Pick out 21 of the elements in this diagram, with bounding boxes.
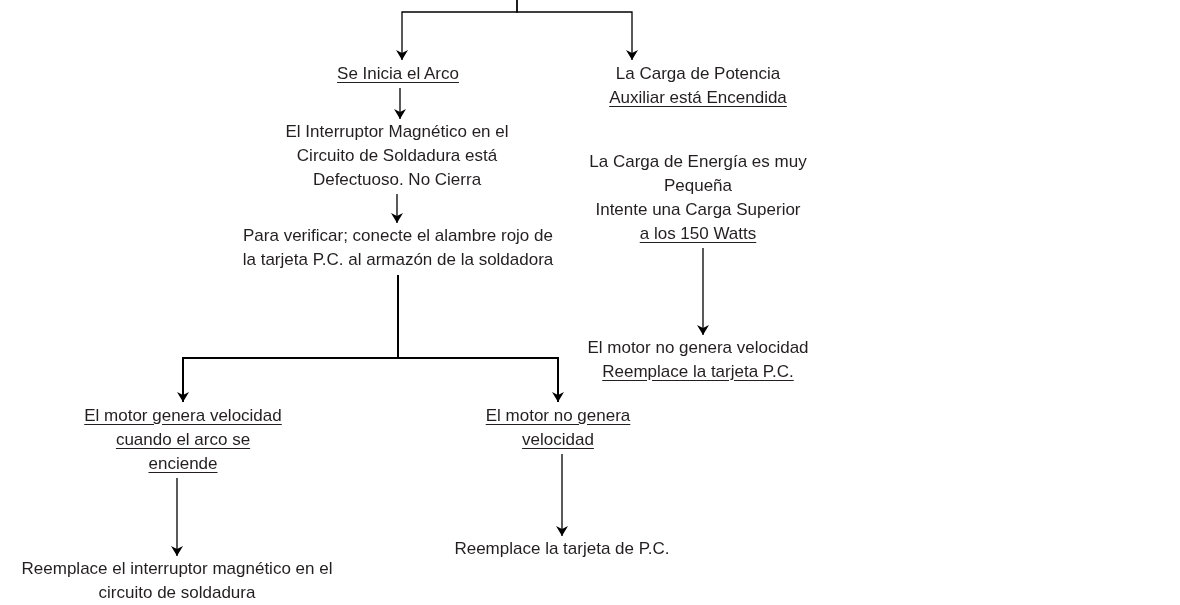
- arrow: [556, 453, 568, 537]
- arrow: [171, 477, 183, 557]
- step-heading: El motor genera velocidad cuando el arco se enciende: [83, 405, 283, 475]
- arrow: [391, 193, 403, 224]
- step-text: Reemplace el interruptor magnético en el circuito de soldadura: [20, 558, 334, 604]
- step-text: Reemplace la tarjeta de P.C.: [453, 538, 671, 560]
- arrow: [516, 0, 638, 61]
- step-heading: Reemplace la tarjeta P.C.: [601, 361, 795, 383]
- step-text: El motor no genera velocidad: [586, 337, 810, 359]
- arrow: [394, 87, 406, 120]
- step-heading: Auxiliar está Encendida: [608, 87, 788, 109]
- step-text: Intente una Carga Superior: [594, 199, 802, 221]
- step-heading: Se Inicia el Arco: [336, 63, 460, 85]
- arrow: [397, 274, 564, 403]
- step-text: La Carga de Potencia: [614, 63, 782, 85]
- step-text: El Interruptor Magnético en el Circuito de Soldadura está Defectuoso. No Cierra: [284, 121, 510, 191]
- step-text: La Carga de Energía es muy Pequeña: [588, 151, 808, 197]
- step-heading: a los 150 Watts: [638, 223, 758, 245]
- step-heading: El motor no genera velocidad: [484, 405, 632, 451]
- step-text: Para verificar; conecte el alambre rojo de la tarjeta P.C. al armazón de la soldadora: [241, 225, 555, 271]
- arrow: [697, 247, 709, 336]
